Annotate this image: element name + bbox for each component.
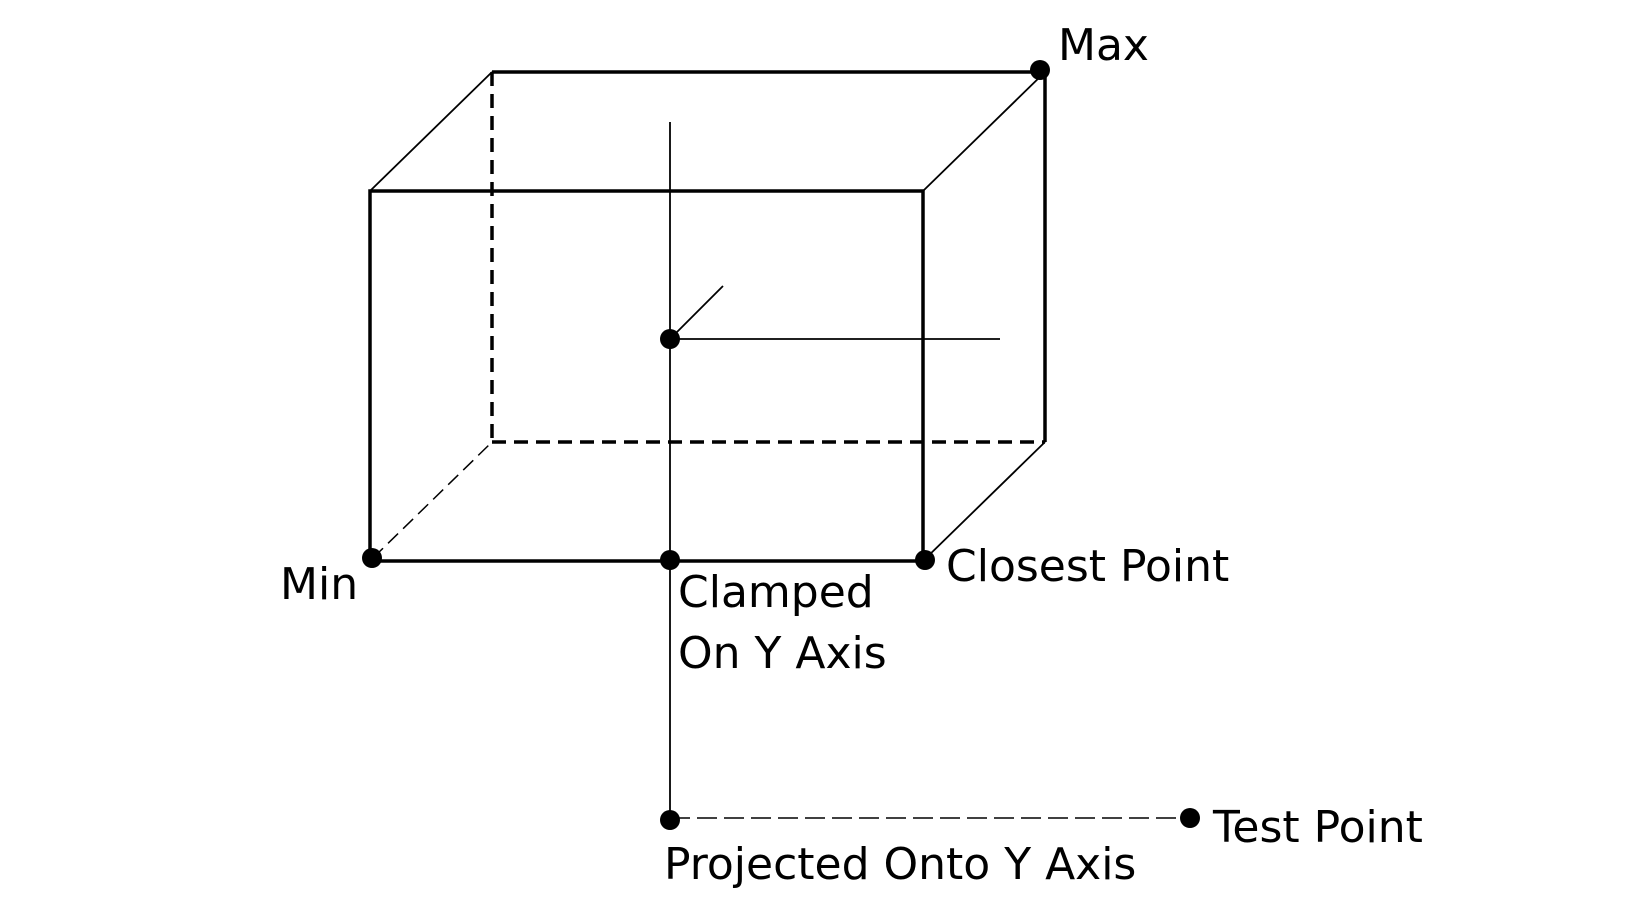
label-projected: Projected Onto Y Axis xyxy=(664,839,1136,890)
label-closest-point: Closest Point xyxy=(946,541,1229,592)
z-axis-line xyxy=(669,285,724,340)
label-clamped-line1: Clamped xyxy=(678,567,874,618)
box-bottom-right-diagonal xyxy=(922,441,1046,562)
box-hidden-edges xyxy=(490,72,1045,444)
projected-point xyxy=(660,810,680,830)
box-top-right-diagonal xyxy=(922,71,1046,192)
box-top-left-diagonal xyxy=(369,71,493,192)
center-point xyxy=(660,329,680,349)
closest-point xyxy=(915,550,935,570)
label-min: Min xyxy=(280,559,358,610)
test-point xyxy=(1180,808,1200,828)
label-max: Max xyxy=(1058,20,1149,71)
center-axes xyxy=(669,122,1000,818)
points xyxy=(362,60,1200,830)
max-point xyxy=(1030,60,1050,80)
hidden-edge-bottom-diagonal xyxy=(372,441,493,559)
box-front-face xyxy=(368,189,925,563)
min-point xyxy=(362,548,382,568)
label-clamped-line2: On Y Axis xyxy=(678,628,887,679)
label-test-point: Test Point xyxy=(1212,802,1423,853)
box-visible-edges xyxy=(368,70,1047,563)
labels: Max Min Closest Point Clamped On Y Axis … xyxy=(280,20,1423,890)
clamped-point xyxy=(660,550,680,570)
